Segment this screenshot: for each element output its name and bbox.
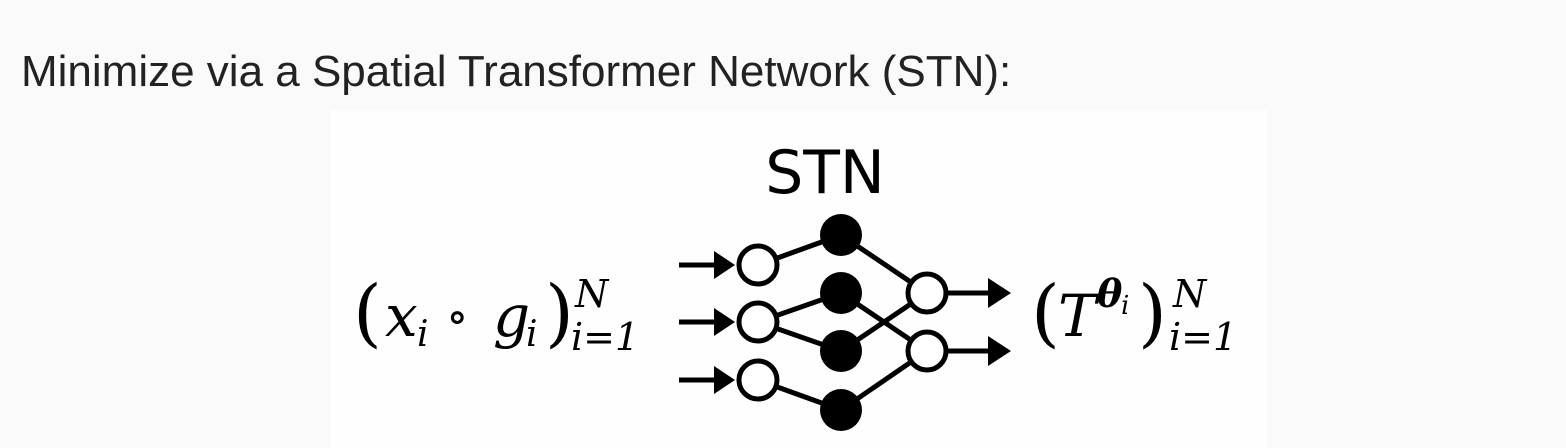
output-node [905,329,949,373]
input-g-subscript: i [526,314,538,355]
arrowhead-icon [988,278,1011,308]
arrowhead-icon [988,336,1011,366]
input-node [736,300,780,344]
hidden-node [820,330,862,372]
input-open-paren: ( [353,270,382,356]
stn-label: STN [765,138,885,208]
input-node [736,358,780,402]
hidden-node [820,214,862,256]
arrowhead-icon [714,366,735,394]
page-heading: Minimize via a Spatial Transformer Netwo… [21,47,1012,96]
input-g: g [493,282,530,350]
stn-diagram: STN ( x i ∘ g i ) N i=1 [353,138,1237,431]
input-superscript: N [574,272,610,316]
compose-operator: ∘ [446,289,469,343]
input-node [736,243,780,287]
arrowhead-icon [714,308,735,336]
stn-figure: STN ( x i ∘ g i ) N i=1 [331,110,1267,448]
output-layer [905,271,949,373]
output-open-paren: ( [1031,270,1060,356]
output-arrows [946,278,1011,366]
input-subscript: i=1 [571,315,639,359]
input-x: x [385,282,418,350]
input-layer [736,243,780,402]
input-arrows [679,251,735,394]
output-expression: ( T θ i ) N i=1 [1031,270,1237,359]
input-close-paren: ) [545,270,574,356]
output-theta-subscript: i [1121,291,1129,321]
hidden-layer [820,214,862,431]
output-subscript: i=1 [1169,315,1237,359]
input-x-subscript: i [417,314,429,355]
hidden-node [820,389,862,431]
output-T: T [1058,282,1101,350]
arrowhead-icon [714,251,735,279]
output-superscript: N [1172,272,1208,316]
hidden-node [820,272,862,314]
output-node [905,271,949,315]
output-close-paren: ) [1138,270,1167,356]
output-theta: θ [1097,271,1123,316]
network-edges [757,232,929,413]
input-expression: ( x i ∘ g i ) N i=1 [353,270,639,359]
